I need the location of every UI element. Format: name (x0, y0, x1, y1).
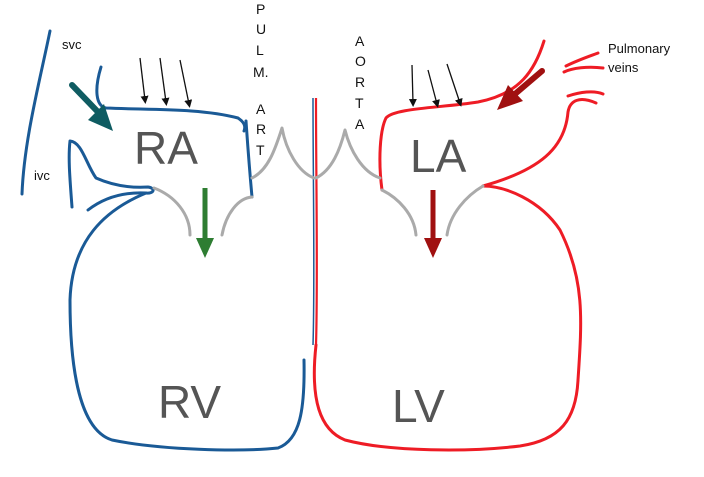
ivc-label: ivc (34, 168, 50, 183)
right-atrium-thin-arrows (139, 57, 193, 108)
left-ventricle-label: LV (392, 380, 445, 432)
tricuspid-valve (152, 186, 254, 237)
thin-arrow-icon (446, 63, 463, 107)
aortic-valve (314, 128, 382, 180)
thin-arrow-icon (179, 59, 193, 108)
thin-arrow-icon (139, 57, 149, 104)
aorta-letter: A (355, 116, 365, 132)
right-ventricle-wall (68, 191, 306, 452)
pulmonary-valve (250, 126, 316, 180)
pulmonary-inflow-arrow (497, 68, 545, 110)
pulmonary-vein-2 (562, 65, 605, 74)
pulm-art-letter: U (256, 21, 266, 37)
aorta-letter: R (355, 74, 365, 90)
pulm-art-letter: L (256, 42, 264, 58)
thin-arrow-icon (408, 64, 417, 107)
right-ventricle-label: RV (158, 376, 221, 428)
pulmonary-veins-label-line1: Pulmonary (608, 41, 671, 56)
thin-arrow-icon (427, 69, 440, 108)
pulm-art-letter: R (256, 121, 266, 137)
septum-red (314, 97, 318, 346)
left-atrium-right-wall (481, 98, 598, 188)
left-ventricle-wall (312, 184, 583, 452)
aorta-label: A O R T A (355, 33, 366, 132)
pulmonary-vein-3 (566, 90, 605, 98)
right-flow-arrow (196, 188, 214, 258)
mitral-valve (380, 184, 485, 237)
left-atrium-label: LA (410, 130, 467, 182)
right-atrium-right-wall (244, 119, 254, 199)
left-atrium-thin-arrows (408, 63, 463, 108)
pulm-art-letter: T (256, 142, 265, 158)
aorta-letter: O (355, 53, 366, 69)
pulm-art-letter: A (256, 101, 266, 117)
svc-label: svc (62, 37, 82, 52)
svc-wall (20, 29, 52, 196)
aorta-letter: A (355, 33, 365, 49)
thin-arrow-icon (159, 57, 170, 106)
ivc-wall (67, 139, 155, 212)
pulmonary-vein-1 (564, 51, 600, 68)
pulm-art-label: P U L M. A R T (253, 1, 269, 158)
venous-inflow-arrow (69, 82, 113, 131)
pulmonary-veins-label-line2: veins (608, 60, 639, 75)
pulm-art-letter: M. (253, 64, 269, 80)
left-flow-arrow (424, 190, 442, 258)
right-atrium-label: RA (134, 122, 198, 174)
pulm-art-letter: P (256, 1, 265, 17)
aorta-letter: T (355, 95, 364, 111)
left-atrium-top-wall (378, 39, 546, 192)
septum-blue (312, 97, 315, 346)
right-atrium-top-wall (95, 65, 247, 133)
